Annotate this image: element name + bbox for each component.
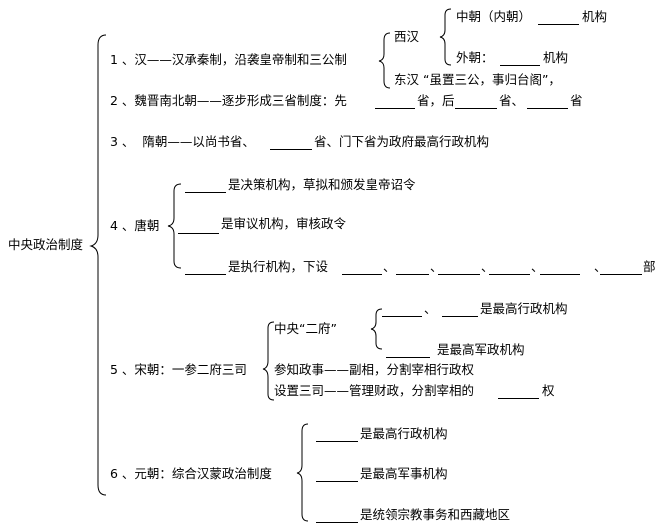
item-6-b: 是最高军事机构	[360, 466, 448, 481]
blank-5d[interactable]	[498, 398, 539, 399]
yuan-brace	[296, 423, 309, 522]
waichao-tail: 机构	[543, 50, 569, 65]
sansi-label: 设置三司——管理财政，分割宰相的	[274, 383, 475, 398]
blank-2b[interactable]	[455, 108, 497, 109]
item-4-sep4: 、	[531, 259, 544, 274]
item-4-label: 4 、唐朝	[110, 218, 160, 233]
item-6-a: 是最高行政机构	[360, 426, 448, 441]
blank-5b[interactable]	[442, 316, 478, 317]
item-2-p3: 省	[570, 93, 583, 108]
blank-4i[interactable]	[600, 274, 642, 275]
item-5-label: 5 、宋朝：一参二府三司	[110, 362, 247, 377]
erfu-brace	[370, 308, 383, 350]
blank-6c[interactable]	[316, 522, 358, 523]
blank-2c[interactable]	[527, 108, 568, 109]
blank-4e[interactable]	[396, 274, 429, 275]
main-brace	[89, 34, 107, 496]
blank-5a[interactable]	[382, 316, 422, 317]
item-4-bu: 部	[643, 259, 656, 274]
item-6-label: 6 、元朝：综合汉蒙政治制度	[110, 466, 272, 481]
blank-6b[interactable]	[316, 481, 358, 482]
root-label: 中央政治制度	[8, 237, 84, 252]
sansi-tail: 权	[542, 383, 555, 398]
donghan-label: 东汉 “虽置三公，事归台阁”，	[394, 72, 561, 87]
xihan-label: 西汉	[394, 29, 420, 44]
erfu-label: 中央“二府”	[274, 321, 337, 336]
item-4-sep3: 、	[481, 259, 494, 274]
blank-4h[interactable]	[540, 274, 580, 275]
erfu-f2: 是最高军政机构	[437, 342, 525, 357]
item-4-sep2: 、	[430, 259, 443, 274]
canzhi-label: 参知政事——副相，分割宰相行政权	[274, 362, 475, 377]
song-brace	[262, 321, 275, 401]
blank-4a[interactable]	[185, 192, 226, 193]
blank-2a[interactable]	[375, 108, 415, 109]
blank-4b[interactable]	[178, 233, 219, 234]
item-2-p2: 省、	[499, 93, 525, 108]
blank-4d[interactable]	[342, 274, 382, 275]
xihan-brace	[439, 8, 452, 66]
item-4-b: 是审议机构，审核政令	[221, 216, 347, 231]
item-1-label: 1 、汉——汉承秦制，沿袭皇帝制和三公制	[110, 52, 347, 67]
item-4-c: 是执行机构，下设	[228, 259, 329, 274]
erfu-sep: 、	[424, 301, 437, 316]
item-3-label: 3 、 隋朝——以尚书省、	[110, 134, 255, 149]
han-brace	[378, 32, 391, 89]
blank-zhongchao[interactable]	[538, 24, 579, 25]
item-4-sep1: 、	[383, 259, 396, 274]
blank-4c[interactable]	[185, 274, 226, 275]
item-6-c: 是统领宗教事务和西藏地区	[360, 507, 511, 522]
blank-4f[interactable]	[438, 274, 480, 275]
blank-6a[interactable]	[316, 441, 358, 442]
item-2-label: 2 、魏晋南北朝——逐步形成三省制度：先	[110, 93, 347, 108]
waichao-label: 外朝：	[456, 50, 494, 65]
tang-brace	[167, 183, 182, 269]
item-4-a: 是决策机构，草拟和颁发皇帝诏令	[228, 177, 416, 192]
blank-waichao[interactable]	[500, 65, 540, 66]
zhongchao-tail: 机构	[582, 9, 608, 24]
blank-4g[interactable]	[489, 274, 530, 275]
blank-3[interactable]	[270, 149, 312, 150]
zhongchao-label: 中朝（内朝）	[456, 9, 532, 24]
blank-5c[interactable]	[386, 357, 430, 358]
item-3-tail: 省、门下省为政府最高行政机构	[314, 134, 490, 149]
item-2-p1: 省，后	[417, 93, 455, 108]
item-4-sep5: 、	[594, 259, 607, 274]
erfu-f1: 是最高行政机构	[480, 301, 568, 316]
